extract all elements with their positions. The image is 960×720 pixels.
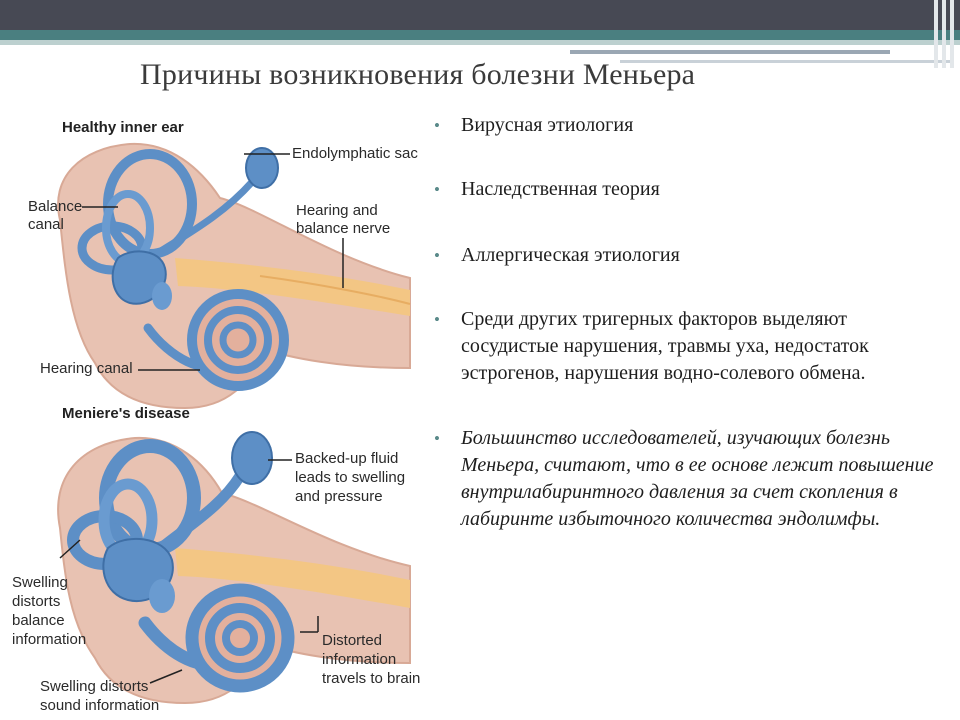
bullet-item: • Большинство исследователей, изучающих … [432,425,942,533]
bullet-dot: • [434,246,440,265]
top-accent-band-light [0,40,960,45]
label-hearing-canal: Hearing canal [40,360,133,377]
decor-line [942,0,946,68]
top-bar [0,0,960,30]
label-balance-canal: Balance [28,198,83,215]
bullet-list: • Вирусная этиология • Наследственная те… [432,112,942,533]
bullet-dot: • [434,310,440,329]
inner-ear-drawing [57,142,411,705]
label-distorted-info: information [322,651,397,668]
decor-line [950,0,954,68]
bullet-dot: • [434,116,440,135]
healthy-ear-heading: Healthy inner ear [62,119,184,136]
bullet-item: • Среди других тригерных факторов выделя… [432,306,942,387]
label-distorted-info: travels to brain [322,670,421,687]
label-swelling-balance: information [12,631,87,648]
bullet-text: Аллергическая этиология [461,244,680,266]
decor-line [570,50,890,54]
label-distorted-info: Distorted [322,632,383,649]
inner-ear-illustration: Healthy inner ear Endolymphatic sac Bala… [0,108,440,720]
bullet-item: • Наследственная теория [432,176,942,203]
label-swelling-sound: Swelling distorts [40,678,149,695]
bullet-text: Наследственная теория [461,178,660,200]
label-swelling-sound: sound information [40,697,160,714]
bullet-dot: • [434,180,440,199]
healthy-ear-drawing [57,142,411,410]
label-swelling-balance: distorts [12,593,61,610]
bullet-text: Среди других тригерных факторов выделяют… [461,308,869,384]
bullet-item: • Аллергическая этиология [432,242,942,269]
label-swelling-balance: Swelling [12,574,68,591]
meniere-ear-drawing [57,431,411,705]
decor-line [934,0,938,68]
label-balance-canal: canal [28,216,64,233]
label-backed-up-fluid: Backed-up fluid [295,450,399,467]
bullet-text: Вирусная этиология [461,114,634,136]
top-accent-band [0,30,960,40]
label-backed-up-fluid: and pressure [295,488,383,505]
label-endolymphatic-sac: Endolymphatic sac [292,145,418,162]
bullet-item: • Вирусная этиология [432,112,942,139]
slide-title: Причины возникновения болезни Меньера [140,58,696,91]
label-backed-up-fluid: leads to swelling [295,469,406,486]
decor-line [620,60,950,63]
label-nerve: Hearing and [296,202,378,219]
bullet-dot: • [434,429,440,448]
label-nerve: balance nerve [296,220,391,237]
meniere-disease-heading: Meniere's disease [62,405,190,422]
bullet-text: Большинство исследователей, изучающих бо… [461,427,934,530]
label-swelling-balance: balance [12,612,65,629]
